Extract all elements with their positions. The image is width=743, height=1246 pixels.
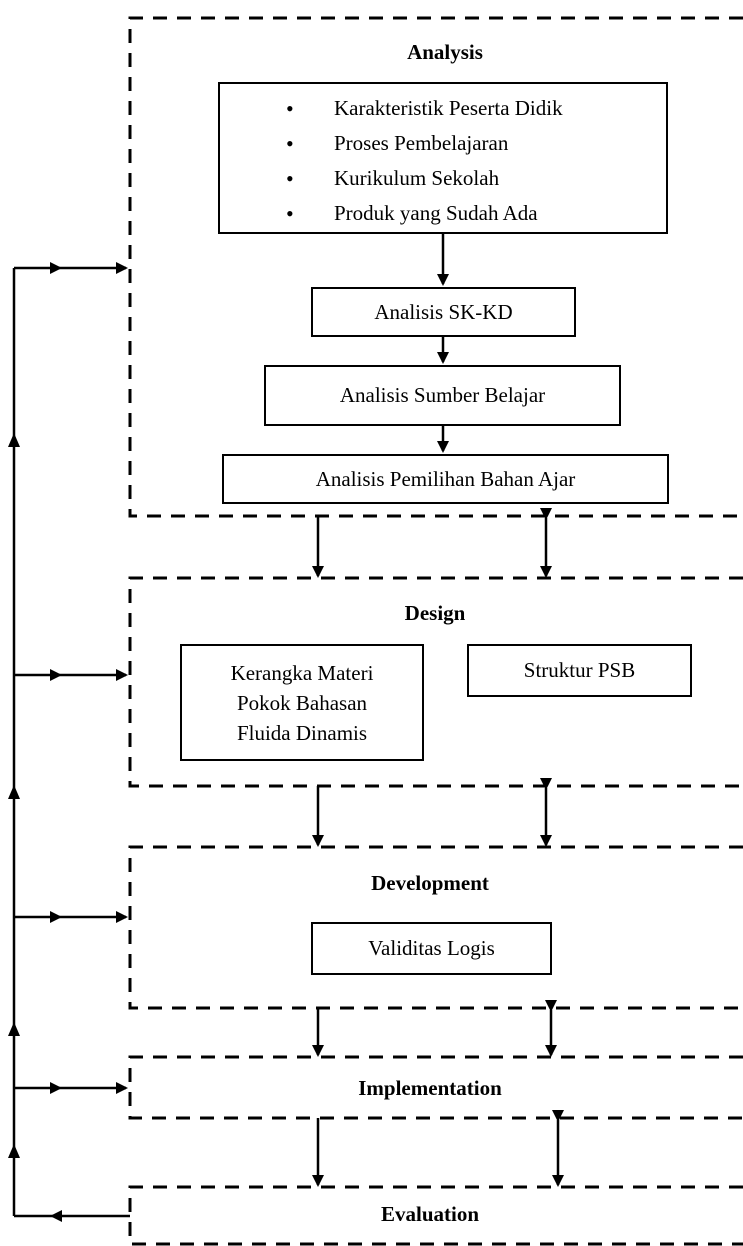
evaluation-title: Evaluation bbox=[380, 1202, 480, 1226]
list-item: Karakteristik Peserta Didik bbox=[286, 91, 563, 126]
up-arrowhead bbox=[8, 433, 20, 447]
mid-arrowhead bbox=[50, 262, 62, 274]
mid-arrowhead bbox=[50, 1082, 62, 1094]
development-frame bbox=[128, 845, 743, 1010]
up-arrowhead bbox=[8, 1022, 20, 1036]
step-label: Analisis Pemilihan Bahan Ajar bbox=[315, 466, 576, 491]
mid-arrowhead bbox=[50, 669, 62, 681]
materi-line: Fluida Dinamis bbox=[236, 720, 368, 745]
up-arrowhead bbox=[8, 785, 20, 799]
analysis-factors-list: Karakteristik Peserta Didik Proses Pembe… bbox=[286, 91, 563, 231]
development-title: Development bbox=[371, 871, 489, 895]
struktur-psb-box: Struktur PSB bbox=[467, 644, 692, 697]
validitas-label: Validitas Logis bbox=[368, 936, 495, 960]
up-arrowhead bbox=[8, 1144, 20, 1158]
validitas-logis-box: Validitas Logis bbox=[311, 922, 552, 975]
kerangka-materi-box: Kerangka Materi Pokok Bahasan Fluida Din… bbox=[180, 644, 424, 761]
return-arrowhead bbox=[50, 1210, 62, 1222]
struktur-label: Struktur PSB bbox=[523, 658, 636, 682]
analysis-factors-box bbox=[218, 82, 668, 234]
list-item: Kurikulum Sekolah bbox=[286, 161, 563, 196]
analysis-frame bbox=[128, 16, 743, 518]
list-item: Produk yang Sudah Ada bbox=[286, 196, 563, 231]
materi-line: Kerangka Materi bbox=[230, 660, 374, 685]
step-label: Analisis SK-KD bbox=[374, 299, 513, 324]
analisis-pemilihan-box: Analisis Pemilihan Bahan Ajar bbox=[222, 454, 669, 504]
analisis-sk-kd-box: Analisis SK-KD bbox=[311, 287, 576, 337]
list-item: Proses Pembelajaran bbox=[286, 126, 563, 161]
mid-arrowhead bbox=[50, 911, 62, 923]
analisis-sumber-box: Analisis Sumber Belajar bbox=[264, 365, 621, 426]
analysis-title: Analysis bbox=[407, 40, 483, 64]
design-title: Design bbox=[404, 601, 466, 625]
implementation-title: Implementation bbox=[358, 1076, 502, 1100]
step-label: Analisis Sumber Belajar bbox=[339, 383, 546, 407]
materi-line: Pokok Bahasan bbox=[236, 690, 368, 715]
